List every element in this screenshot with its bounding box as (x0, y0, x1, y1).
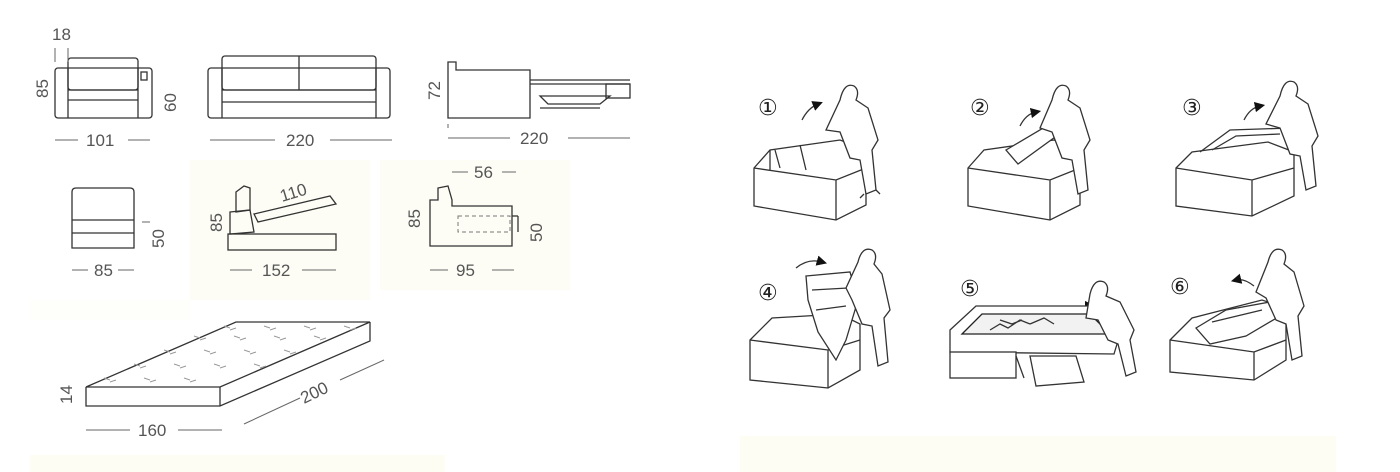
background-tint (30, 300, 190, 320)
dim-mattress-thickness: 14 (57, 385, 76, 404)
mattress-drawing (85, 321, 371, 407)
step-1-number: ① (758, 95, 778, 120)
dim-mech-length: 152 (262, 261, 290, 280)
dim-seat-height: 50 (149, 229, 168, 248)
step-5-illustration: ⑤ (949, 276, 1137, 387)
step-4-illustration: ④ (749, 248, 891, 389)
step-2-illustration: ② (967, 84, 1091, 221)
step-3-number: ③ (1182, 95, 1202, 120)
step-6-number: ⑥ (1170, 274, 1190, 299)
seat-cushion-drawing (71, 187, 135, 249)
step-1-illustration: ① (753, 84, 881, 221)
section-view-drawing (429, 171, 519, 247)
background-tint (740, 436, 1336, 472)
dim-section-top: 56 (474, 163, 493, 182)
dim-armchair-arm: 18 (52, 25, 71, 44)
dim-section-inner: 50 (527, 223, 546, 242)
dim-mattress-length: 200 (297, 378, 331, 408)
sofa-side-open-drawing (447, 61, 631, 128)
step-3-illustration: ③ (1175, 80, 1319, 217)
dim-mattress-width: 160 (138, 421, 166, 440)
background-tint (30, 455, 445, 472)
armchair-front-drawing (54, 57, 153, 119)
dim-section-height: 85 (405, 209, 424, 228)
background-tint (380, 160, 570, 290)
step-6-illustration: ⑥ (1169, 248, 1305, 381)
dim-seat-width: 85 (94, 261, 113, 280)
dim-armchair-seat-height: 60 (161, 93, 180, 112)
dim-section-depth: 95 (456, 261, 475, 280)
sofa-front-drawing (207, 55, 391, 119)
dim-armchair-width: 101 (86, 131, 114, 150)
dim-sofa-width: 220 (286, 131, 314, 150)
mechanism-side-drawing (227, 185, 338, 251)
dim-side-height: 72 (425, 81, 444, 100)
step-4-number: ④ (758, 280, 778, 305)
step-2-number: ② (970, 95, 990, 120)
background-tint (190, 160, 370, 300)
dim-side-open-length: 220 (520, 129, 548, 148)
step-5-number: ⑤ (960, 276, 980, 301)
dim-armchair-height: 85 (33, 79, 52, 98)
dim-mech-height: 85 (207, 213, 226, 232)
